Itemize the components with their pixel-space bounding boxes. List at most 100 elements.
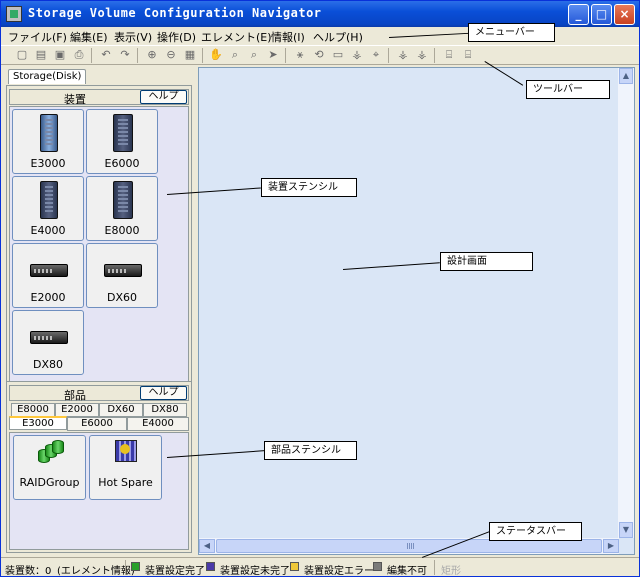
menu-help[interactable]: ヘルプ(H): [313, 31, 363, 44]
close-button[interactable]: ×: [614, 4, 635, 25]
device-stencil: E3000 E6000 E4000 E8000 E2000: [9, 106, 189, 382]
status-bar: 装置数：0 (エレメント情報) 装置設定完了 装置設定未完了 装置設定エラー 編…: [1, 557, 639, 577]
callout-design-screen: 設計画面: [440, 252, 533, 271]
toolbar-separator: [388, 48, 389, 63]
legend-incomplete-swatch: [206, 562, 215, 571]
raid-group-icon: [38, 440, 64, 464]
stencil-label: DX80: [32, 358, 63, 371]
zoom-in-icon[interactable]: ⊕: [147, 48, 157, 61]
horizontal-scrollbar[interactable]: ◀ ▶: [199, 538, 619, 554]
storage-tower-icon: [113, 181, 133, 219]
menu-file[interactable]: ファイル(F): [8, 31, 67, 44]
stencil-raidgroup[interactable]: RAIDGroup: [13, 435, 86, 500]
device-section-title: 装置: [64, 93, 86, 106]
storage-tower-icon: [113, 114, 133, 152]
legend-readonly-swatch: [373, 562, 382, 571]
stencil-e4000[interactable]: E4000: [12, 176, 84, 241]
callout-device-stencil: 装置ステンシル: [261, 178, 357, 197]
tab-storage-disk[interactable]: Storage(Disk): [8, 69, 87, 84]
toolbar-separator: [434, 48, 435, 63]
storage-tower-icon: [40, 181, 58, 219]
stencil-pane: Storage(Disk) 装置 ヘルプ E3000 E6000 E4000: [5, 69, 194, 556]
print-icon[interactable]: ⎙: [74, 48, 84, 61]
magnify-icon[interactable]: ⌕: [231, 48, 239, 61]
device-section-header: 装置 ヘルプ: [9, 89, 189, 106]
hand-icon[interactable]: ✋: [209, 48, 223, 61]
title-bar: Storage Volume Configuration Navigator _…: [1, 1, 639, 27]
connect-icon[interactable]: ⚹: [296, 48, 304, 61]
tab-e6000[interactable]: E6000: [67, 417, 127, 431]
parts-section-header: 部品 ヘルプ: [9, 385, 189, 402]
design-canvas[interactable]: ▲ ▼ ◀ ▶: [198, 67, 635, 555]
callout-parts-stencil: 部品ステンシル: [264, 441, 357, 460]
toolbar-separator: [285, 48, 286, 63]
stencil-e2000[interactable]: E2000: [12, 243, 84, 308]
storage-rack-icon: [30, 264, 68, 277]
tab-e3000[interactable]: E3000: [9, 416, 67, 430]
tab-e4000[interactable]: E4000: [127, 417, 189, 431]
legend-incomplete: 装置設定未完了: [220, 566, 290, 577]
legend-complete: 装置設定完了: [145, 566, 205, 577]
menu-view[interactable]: 表示(V): [114, 31, 153, 44]
device-count: 装置数：0: [5, 566, 52, 577]
redo-icon[interactable]: ↷: [120, 48, 130, 61]
scroll-thumb[interactable]: [216, 539, 602, 553]
box-icon[interactable]: ▭: [332, 48, 344, 61]
pointer-icon[interactable]: ➤: [268, 48, 278, 61]
stencil-label: E6000: [104, 157, 140, 170]
parts-section-title: 部品: [64, 389, 86, 402]
tab-dx60[interactable]: DX60: [99, 403, 143, 417]
menu-operation[interactable]: 操作(D): [157, 31, 197, 44]
callout-menubar: メニューバー: [468, 23, 555, 42]
tab-e8000[interactable]: E8000: [11, 403, 55, 417]
menu-edit[interactable]: 編集(E): [70, 31, 108, 44]
tree-expand-icon[interactable]: ⚶: [398, 48, 408, 61]
parts-help-button[interactable]: ヘルプ: [140, 386, 187, 400]
import-icon[interactable]: ⌸: [464, 48, 472, 61]
menu-element[interactable]: エレメント(E): [201, 31, 272, 44]
app-icon: [6, 6, 22, 22]
stencil-e3000[interactable]: E3000: [12, 109, 84, 174]
device-help-button[interactable]: ヘルプ: [140, 90, 187, 104]
storage-tower-icon: [40, 114, 58, 152]
toolbar: ▢ ▤ ▣ ⎙ ↶ ↷ ⊕ ⊖ ▦ ✋ ⌕ ⌕ ➤ ⚹ ⟲ ▭ ⚶ ⌖ ⚶ ⚶ …: [1, 45, 639, 65]
tab-e2000[interactable]: E2000: [55, 403, 99, 417]
stencil-hot-spare[interactable]: Hot Spare: [89, 435, 162, 500]
maximize-button[interactable]: □: [591, 4, 612, 25]
stencil-label: E2000: [30, 291, 66, 304]
rotate-icon[interactable]: ⟲: [314, 48, 324, 61]
stencil-e6000[interactable]: E6000: [86, 109, 158, 174]
scroll-left-arrow[interactable]: ◀: [199, 539, 215, 553]
stencil-label: E3000: [30, 157, 66, 170]
scroll-right-arrow[interactable]: ▶: [603, 539, 619, 553]
tree-icon[interactable]: ⚶: [352, 48, 362, 61]
fit-icon[interactable]: ▦: [184, 48, 196, 61]
hot-spare-icon: [115, 440, 137, 462]
storage-rack-icon: [104, 264, 142, 277]
stencil-dx60[interactable]: DX60: [86, 243, 158, 308]
zoom-area-icon[interactable]: ⌕: [250, 48, 258, 61]
stencil-label: RAIDGroup: [19, 476, 80, 489]
tab-dx80[interactable]: DX80: [143, 403, 187, 417]
scroll-up-arrow[interactable]: ▲: [619, 68, 633, 84]
save-icon[interactable]: ▣: [54, 48, 66, 61]
zoom-out-icon[interactable]: ⊖: [166, 48, 176, 61]
scroll-down-arrow[interactable]: ▼: [619, 522, 633, 538]
legend-error: 装置設定エラー: [304, 566, 374, 577]
node-icon[interactable]: ⌖: [372, 48, 380, 61]
stencil-dx80[interactable]: DX80: [12, 310, 84, 375]
menu-info[interactable]: 情報(I): [271, 31, 305, 44]
export-icon[interactable]: ⌸: [445, 48, 453, 61]
tree-collapse-icon[interactable]: ⚶: [417, 48, 427, 61]
legend-error-swatch: [290, 562, 299, 571]
parts-stencil: RAIDGroup Hot Spare: [9, 432, 189, 550]
stencil-e8000[interactable]: E8000: [86, 176, 158, 241]
open-icon[interactable]: ▤: [35, 48, 47, 61]
vertical-scrollbar[interactable]: ▲ ▼: [618, 68, 634, 538]
device-stencil-group: 装置 ヘルプ E3000 E6000 E4000 E8000: [6, 85, 192, 385]
stencil-label: Hot Spare: [98, 476, 153, 489]
new-icon[interactable]: ▢: [16, 48, 28, 61]
undo-icon[interactable]: ↶: [101, 48, 111, 61]
minimize-button[interactable]: _: [568, 4, 589, 25]
disabled-indicator: 矩形: [441, 566, 461, 577]
